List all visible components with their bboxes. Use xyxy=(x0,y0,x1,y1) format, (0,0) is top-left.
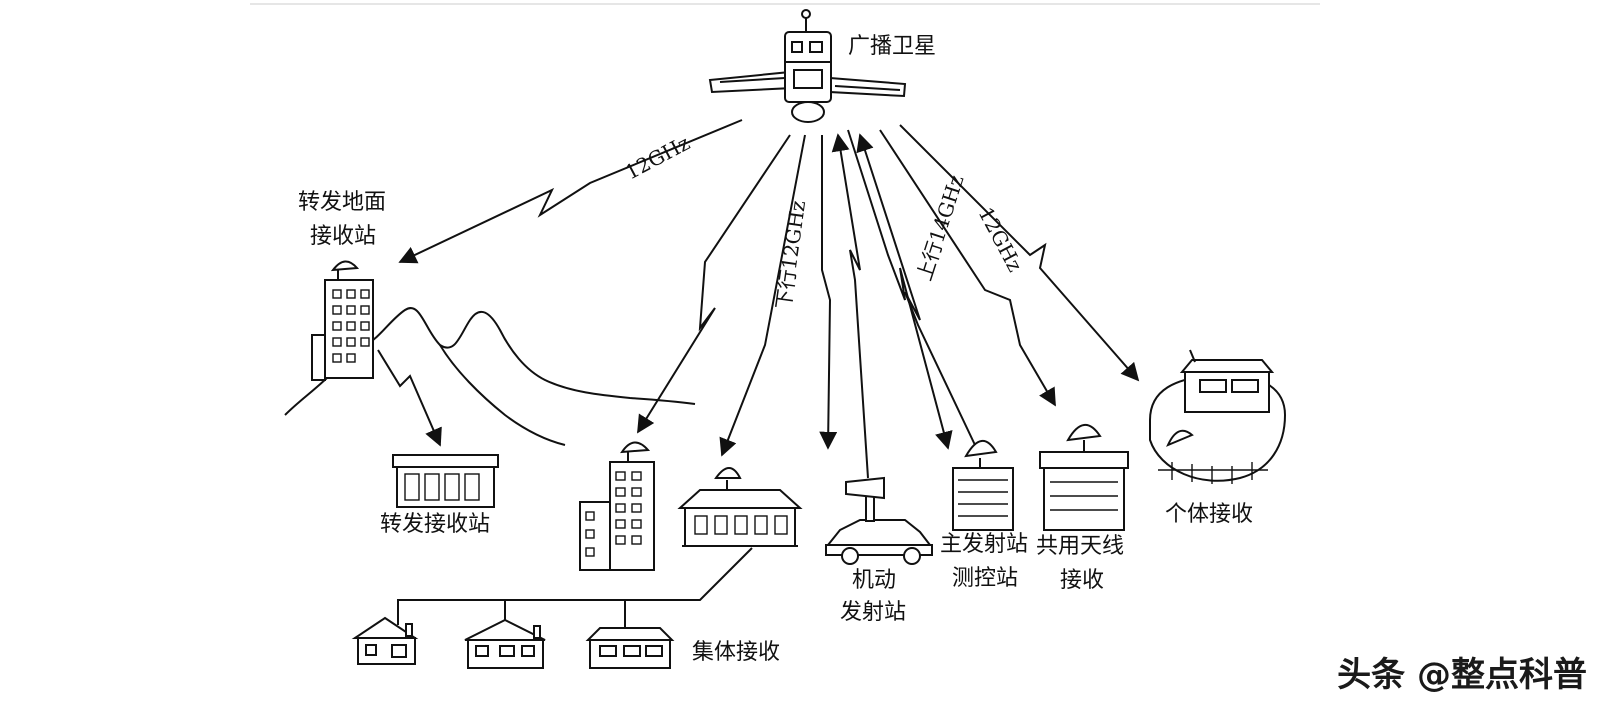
mobile-tx-label-line2: 发射站 xyxy=(840,600,907,625)
mobile-tx-label-line1: 机动 xyxy=(852,568,897,593)
downlink-arrows xyxy=(637,124,1140,479)
relay-ground-station-label-line1: 转发地面 xyxy=(298,190,387,215)
satellite-label: 广播卫星 xyxy=(848,34,937,59)
collective-receive-label: 集体接收 xyxy=(692,640,781,665)
main-transmit-station-building xyxy=(952,440,1014,531)
house-1 xyxy=(351,616,419,665)
individual-receive-house xyxy=(1149,349,1287,484)
main-tx-label-line2: 测控站 xyxy=(952,566,1019,591)
shared-antenna-label-line2: 接收 xyxy=(1060,568,1105,593)
downlink-label: 下行12GHz xyxy=(771,199,810,311)
uplink-label: 上行14GHz xyxy=(912,172,969,283)
shared-antenna-label-line1: 共用天线 xyxy=(1036,534,1125,559)
collective-tall-building xyxy=(579,441,655,571)
relay-link-label: 12GHz xyxy=(621,131,694,185)
shared-antenna-building xyxy=(1039,424,1129,531)
house-3 xyxy=(585,627,675,669)
watermark: 头条 @整点科普 xyxy=(1337,655,1587,695)
relay-receive-station-building xyxy=(392,454,499,508)
satellite-icon xyxy=(708,9,907,123)
relay-downlink-arrow xyxy=(398,119,743,264)
house-2 xyxy=(464,618,546,669)
relay-receive-station-label: 转发接收站 xyxy=(380,512,491,537)
relay-ground-station-building xyxy=(311,260,374,381)
collective-hub-building xyxy=(677,467,803,547)
main-tx-label-line1: 主发射站 xyxy=(940,532,1029,557)
individual-link-label: 12GHz xyxy=(974,203,1028,276)
individual-receive-label: 个体接收 xyxy=(1165,502,1254,527)
relay-terrestrial-arrow xyxy=(377,349,442,447)
cable-network xyxy=(397,547,753,630)
relay-ground-station-label-line2: 接收站 xyxy=(310,224,377,249)
mobile-transmit-vehicle xyxy=(825,476,933,565)
